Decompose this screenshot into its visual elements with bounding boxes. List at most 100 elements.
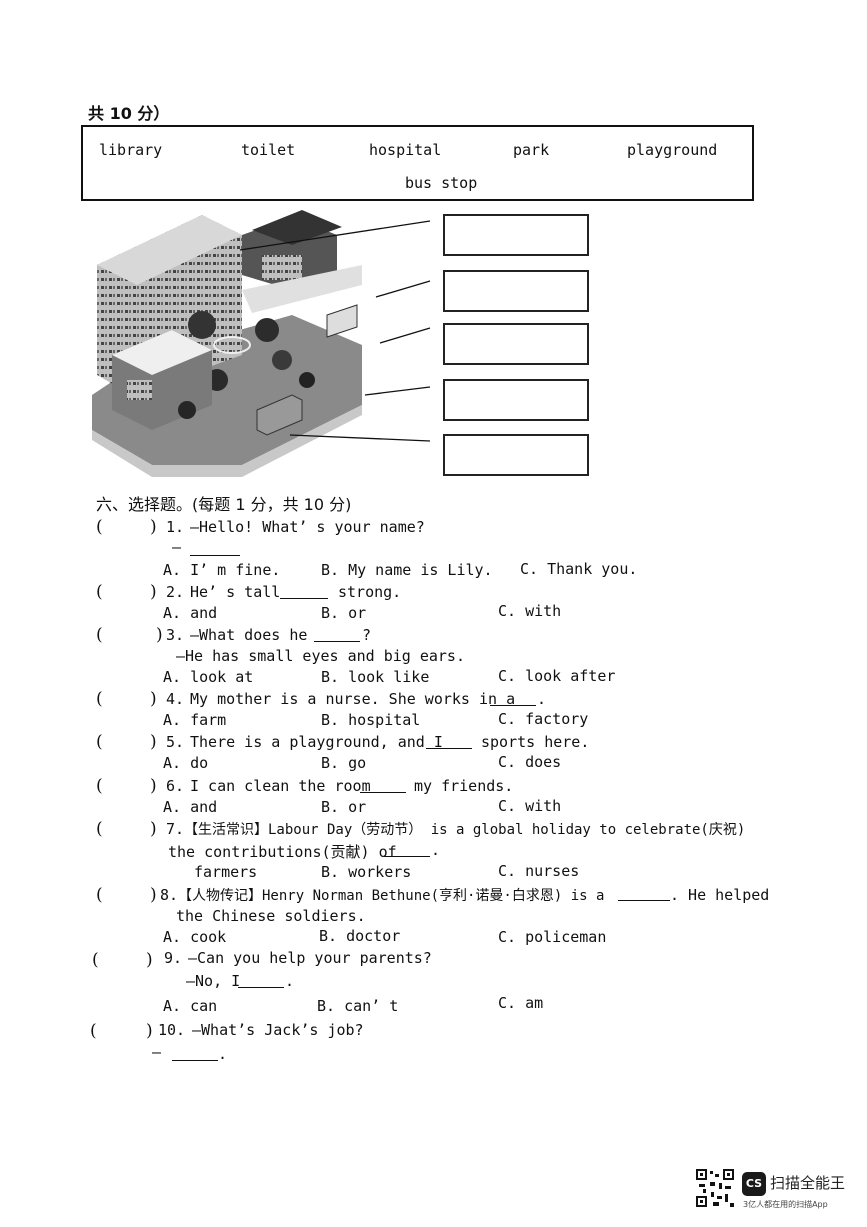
option-a: farmers [194, 863, 258, 881]
word-bank-box: library toilet hospital park playground … [81, 125, 754, 201]
answer-blank[interactable] [238, 975, 284, 988]
answer-blank[interactable] [172, 1048, 218, 1061]
question-number: 4. [166, 690, 185, 708]
question-stem-part: . He helped [670, 886, 770, 904]
answer-box-4[interactable] [443, 379, 589, 421]
question-stem-line2: the Chinese soldiers. [176, 907, 366, 925]
question-stem: —Can you help your parents? [188, 949, 432, 967]
option-c: C. policeman [498, 928, 607, 946]
scanner-tagline: 3亿人都在用的扫描App [743, 1200, 828, 1209]
answer-paren: ( [96, 582, 103, 602]
question-stem-part: There is a playground, and I [190, 733, 443, 751]
question-stem-part: 【人物传记】Henry Norman Bethune(亨利·诺曼·白求恩) is… [178, 888, 605, 904]
option-a: A. and [163, 798, 218, 816]
option-a: A. can [163, 997, 218, 1015]
option-c: C. look after [498, 667, 616, 685]
scanner-app-name: 扫描全能王 [770, 1174, 846, 1192]
question-stem-part: strong. [338, 583, 402, 601]
section-title: 六、选择题。(每题 1 分，共 10 分) [96, 495, 352, 514]
question-stem-part: my friends. [414, 777, 514, 795]
question-stem-line2: the contributions(贡献) of [168, 843, 397, 861]
answer-paren: ) [150, 732, 157, 752]
question-number: 8. [160, 886, 179, 904]
word-playground: playground [627, 141, 718, 159]
answer-blank[interactable] [384, 844, 430, 857]
answer-blank[interactable] [618, 888, 670, 901]
answer-paren: ) [150, 582, 157, 602]
option-a: A. cook [163, 928, 227, 946]
answer-paren: ) [150, 689, 157, 709]
option-c: C. nurses [498, 862, 580, 880]
question-stem-part: sports here. [481, 733, 590, 751]
option-c: C. with [498, 602, 562, 620]
section-header: 共 10 分） [88, 104, 170, 123]
question-stem-part: . [218, 1045, 228, 1063]
option-c: C. factory [498, 710, 589, 728]
option-b: B. or [321, 798, 367, 816]
question-stem-part: ? [362, 626, 372, 644]
answer-box-5[interactable] [443, 434, 589, 476]
answer-paren: ) [150, 819, 157, 839]
dialogue-dash: — [152, 1043, 162, 1061]
answer-paren: ) [146, 950, 153, 970]
word-hospital: hospital [369, 141, 442, 159]
question-number: 1. [166, 518, 185, 536]
word-toilet: toilet [241, 141, 296, 159]
answer-paren: ( [96, 732, 103, 752]
question-stem-part: 【生活常识】Labour Day（劳动节） is a global holida… [184, 822, 746, 838]
question-stem: —What’s Jack’s job? [192, 1021, 364, 1039]
connector-lines [239, 220, 431, 442]
question-stem-part: My mother is a nurse. She works in a [190, 690, 516, 708]
answer-blank[interactable] [190, 543, 240, 556]
answer-blank[interactable] [490, 693, 536, 706]
question-number: 5. [166, 733, 185, 751]
scanner-logo: CS [742, 1172, 766, 1196]
question-stem-part: —What does he [190, 626, 308, 644]
option-b: B. My name is Lily. [321, 561, 493, 579]
answer-paren: ( [96, 819, 103, 839]
option-a: A. I’ m fine. [163, 561, 281, 579]
dialogue-dash: — [172, 538, 182, 556]
option-a: A. look at [163, 668, 254, 686]
question-number: 2. [166, 583, 185, 601]
question-number: 3. [166, 626, 185, 644]
question-stem-part: . [431, 841, 441, 859]
question-stem-line2: —He has small eyes and big ears. [176, 647, 465, 665]
question-number: 6. [166, 777, 185, 795]
option-b: B. workers [321, 863, 412, 881]
answer-box-3[interactable] [443, 323, 589, 365]
answer-box-2[interactable] [443, 270, 589, 312]
answer-paren: ( [96, 517, 103, 537]
answer-blank[interactable] [426, 736, 472, 749]
answer-paren: ( [90, 1021, 97, 1041]
option-b: B. doctor [319, 927, 401, 945]
question-stem-part: I can clean the room [190, 777, 371, 795]
question-stem-part: . [537, 690, 547, 708]
question-stem: —Hello! What’ s your name? [190, 518, 425, 536]
answer-paren: ) [150, 517, 157, 537]
question-stem-line2: —No, I [186, 972, 241, 990]
option-c: C. am [498, 994, 544, 1012]
answer-blank[interactable] [280, 586, 328, 599]
answer-paren: ) [150, 776, 157, 796]
question-number: 9. [164, 949, 183, 967]
question-stem-part: He’ s tall [190, 583, 281, 601]
question-stem-part: . [285, 972, 295, 990]
question-number: 7. [166, 820, 185, 838]
question-number: 10. [158, 1021, 186, 1039]
option-b: B. look like [321, 668, 430, 686]
answer-paren: ( [92, 950, 99, 970]
option-a: A. farm [163, 711, 227, 729]
option-b: B. go [321, 754, 367, 772]
option-a: A. do [163, 754, 209, 772]
answer-blank[interactable] [360, 780, 406, 793]
option-c: C. does [498, 753, 562, 771]
answer-paren: ( [96, 776, 103, 796]
answer-blank[interactable] [314, 629, 360, 642]
answer-box-1[interactable] [443, 214, 589, 256]
word-park: park [513, 141, 550, 159]
answer-paren: ( [96, 625, 103, 645]
option-b: B. hospital [321, 711, 421, 729]
option-a: A. and [163, 604, 218, 622]
answer-paren: ) [146, 1021, 153, 1041]
